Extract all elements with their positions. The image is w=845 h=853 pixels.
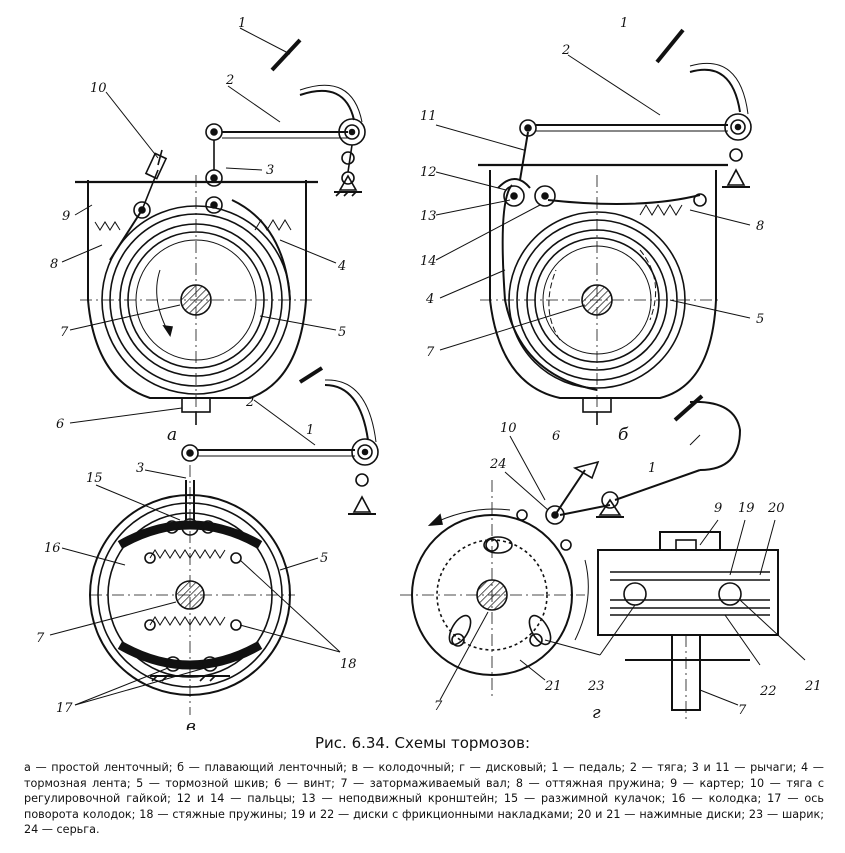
label-v-7: 7 <box>36 631 45 646</box>
label-a-5: 5 <box>338 325 346 340</box>
label-g-10: 10 <box>500 421 517 436</box>
label-g-9: 9 <box>714 501 722 516</box>
label-diagram-g: г <box>592 703 601 723</box>
label-b-11: 11 <box>420 109 437 124</box>
label-g-7b: 7 <box>738 703 747 718</box>
label-a-3: 3 <box>266 163 274 178</box>
label-v-17: 17 <box>56 701 73 716</box>
label-b-5: 5 <box>756 312 764 327</box>
label-g-24: 24 <box>489 457 507 472</box>
figure-legend: а — простой ленточный; б — плавающий лен… <box>24 761 824 836</box>
brake-schemes-figure: а б в г 1 2 3 4 5 6 7 8 9 10 1 2 11 12 1… <box>36 16 822 730</box>
label-g-21a: 21 <box>544 679 562 694</box>
label-b-2: 2 <box>561 43 570 58</box>
label-diagram-a: а <box>167 425 177 445</box>
label-g-20: 20 <box>767 501 785 516</box>
label-v-5: 5 <box>320 551 328 566</box>
label-b-4: 4 <box>425 292 434 307</box>
label-diagram-b: б <box>618 425 629 445</box>
label-a-2: 2 <box>225 73 234 88</box>
label-b-13: 13 <box>420 209 437 224</box>
label-a-9: 9 <box>62 209 70 224</box>
label-g-23: 23 <box>587 679 605 694</box>
label-g-22: 22 <box>759 684 777 699</box>
label-v-1: 1 <box>306 423 314 438</box>
label-v-2: 2 <box>245 395 254 410</box>
label-a-8: 8 <box>50 257 58 272</box>
diagram-g-disc-brake <box>400 394 806 720</box>
label-b-12: 12 <box>420 165 437 180</box>
label-b-1: 1 <box>620 16 628 31</box>
label-a-7: 7 <box>60 325 69 340</box>
label-a-10: 10 <box>90 81 107 96</box>
label-v-15: 15 <box>86 471 103 486</box>
label-g-19: 19 <box>738 501 755 516</box>
label-b-6: 6 <box>552 429 560 444</box>
label-v-18: 18 <box>340 657 357 672</box>
label-g-21b: 21 <box>804 679 822 694</box>
label-a-4: 4 <box>337 259 346 274</box>
label-v-3: 3 <box>136 461 144 476</box>
label-diagram-v: в <box>186 717 196 730</box>
diagram-b-floating-band-brake <box>435 28 752 425</box>
figure-caption-title: Рис. 6.34. Схемы тормозов: <box>315 734 530 752</box>
label-b-8: 8 <box>756 219 764 234</box>
label-v-16: 16 <box>44 541 61 556</box>
diagram-a-simple-band-brake <box>61 27 366 425</box>
callout-labels: а б в г 1 2 3 4 5 6 7 8 9 10 1 2 11 12 1… <box>36 16 822 730</box>
label-a-6: 6 <box>56 417 64 432</box>
label-a-1: 1 <box>238 16 246 31</box>
label-b-7: 7 <box>426 345 435 360</box>
label-b-14: 14 <box>420 254 437 269</box>
label-g-1: 1 <box>648 461 656 476</box>
label-g-7: 7 <box>434 699 443 714</box>
diagram-v-shoe-brake <box>49 366 379 715</box>
